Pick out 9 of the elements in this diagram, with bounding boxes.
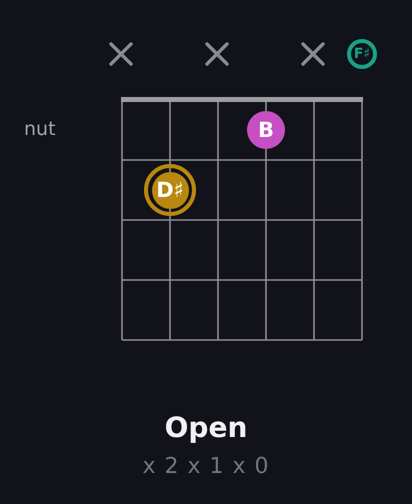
finger-dot (247, 111, 285, 149)
root-finger-dot (144, 164, 196, 216)
fingering-caption: x 2 x 1 x 0 (142, 453, 270, 481)
open-string-marker (347, 39, 377, 69)
note-name: D♯ (156, 180, 184, 200)
note-name: B (258, 120, 274, 140)
chord-title: Open (164, 410, 248, 446)
nut-label: nut (24, 118, 56, 140)
note-name: F♯ (354, 47, 370, 61)
